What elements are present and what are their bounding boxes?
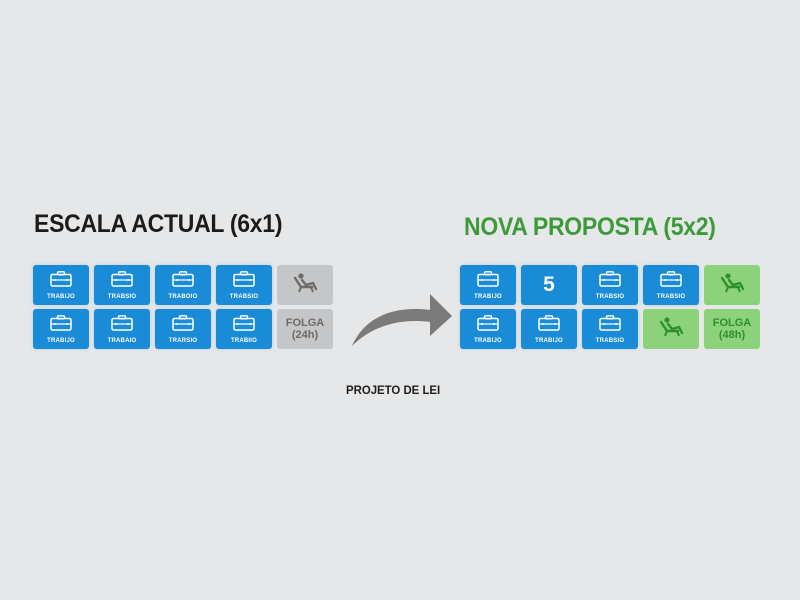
tile-label: TRARSIO [168,337,198,344]
tile-label: TRABIIO [230,337,258,344]
briefcase-icon [599,314,621,336]
folga-tile: FOLGA(24h) [277,309,333,349]
work-day-tile: TRABSIO [582,265,638,305]
briefcase-icon [538,314,560,336]
folga-label: FOLGA [712,317,752,329]
tile-label: TRABSIO [229,293,259,300]
bill-caption: PROJETO DE LEI [346,383,441,397]
curved-arrow-right-icon [352,294,452,346]
work-day-tile: TRABSIO [643,265,699,305]
work-day-tile: TRABSIO [94,265,150,305]
briefcase-icon [660,270,682,292]
folga-tile: FOLGA(48h) [704,309,760,349]
folga-duration: (48h) [718,329,746,341]
briefcase-icon [172,270,194,292]
current-schedule-title: ESCALA ACTUAL (6x1) [34,210,283,238]
rest-day-tile [643,309,699,349]
tile-label: TRABSIO [595,293,625,300]
work-day-tile: TRABSIO [582,309,638,349]
briefcase-icon [233,314,255,336]
tile-label: TRABSIO [595,337,625,344]
tile-label: TRABAIO [107,337,137,344]
tile-label: TRABSIO [107,293,137,300]
briefcase-icon [233,270,255,292]
work-day-tile: TRABIIO [216,309,272,349]
folga-duration: (24h) [291,329,319,341]
briefcase-icon [111,270,133,292]
proposal-title: NOVA PROPOSTA (5x2) [464,213,716,241]
briefcase-icon [50,270,72,292]
work-day-tile: TRABIJO [460,265,516,305]
reclining-person-icon [658,316,684,343]
rest-day-tile [277,265,333,305]
work-day-tile: TRABAIO [94,309,150,349]
briefcase-icon [477,314,499,336]
current-schedule-grid: TRABIJO TRABSIO TRABOIO TRABSIO TRABIJO TRABA… [33,265,333,349]
briefcase-icon [599,270,621,292]
reclining-person-icon [292,272,318,299]
work-day-tile: TRABIJO [33,265,89,305]
briefcase-icon [477,270,499,292]
rest-day-tile [704,265,760,305]
briefcase-icon [111,314,133,336]
work-day-tile: TRABIJO [521,309,577,349]
tile-label: TRABIJO [474,293,502,300]
tile-label: TRABIJO [474,337,502,344]
work-days-number: 5 [543,273,555,296]
briefcase-icon [172,314,194,336]
work-day-tile: TRABSIO [216,265,272,305]
reclining-person-icon [719,272,745,299]
tile-label: TRABIJO [535,337,563,344]
work-day-tile: TRABOIO [155,265,211,305]
briefcase-icon [50,314,72,336]
work-day-tile: TRABIJO [33,309,89,349]
tile-label: TRABIJO [47,293,75,300]
tile-label: TRABIJO [47,337,75,344]
tile-label: TRABSIO [656,293,686,300]
work-day-count-tile: 5 [521,265,577,305]
folga-label: FOLGA [285,317,325,329]
work-day-tile: TRARSIO [155,309,211,349]
work-day-tile: TRABIJO [460,309,516,349]
tile-label: TRABOIO [168,293,198,300]
